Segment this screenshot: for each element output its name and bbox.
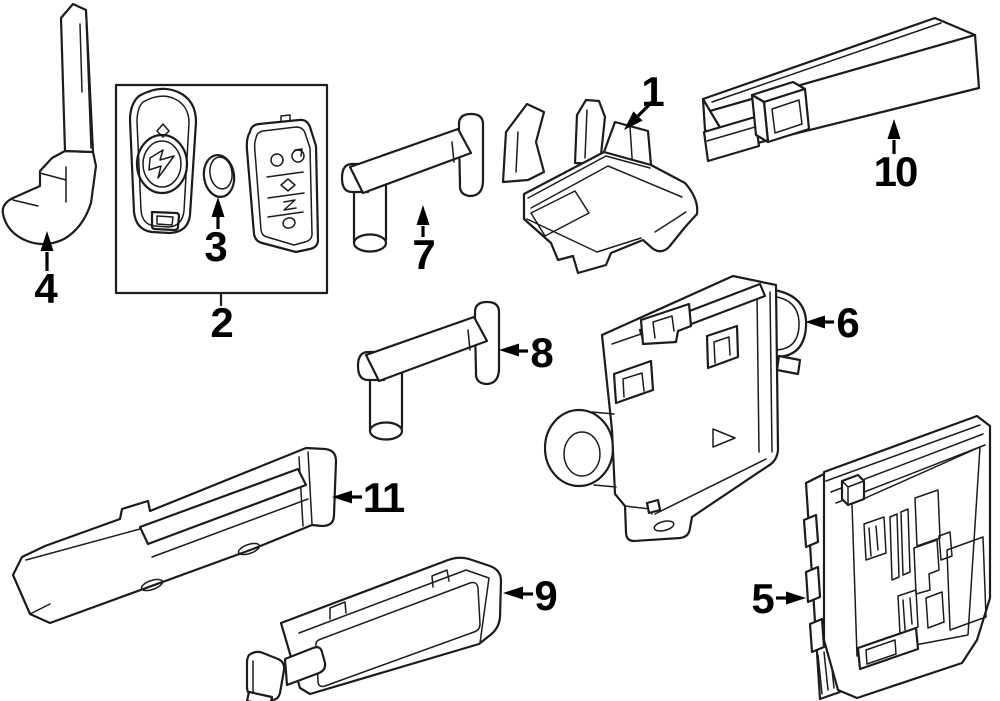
callout-11[interactable]: 11 — [332, 474, 407, 521]
part-3-battery-drawing — [202, 153, 236, 199]
fob-button-lock — [270, 153, 284, 167]
callout-2-label[interactable]: 2 — [210, 299, 233, 346]
callout-3[interactable]: 3 — [204, 197, 228, 270]
fob-button-panic — [283, 199, 297, 211]
callout-9[interactable]: 9 — [503, 572, 558, 619]
callout-1-label[interactable]: 1 — [641, 68, 664, 115]
part-11-antenna-bracket-drawing — [11, 446, 338, 625]
fob-button-trunk — [280, 178, 296, 192]
part-5-body-control-module-drawing — [802, 414, 992, 701]
callout-5[interactable]: 5 — [751, 575, 806, 622]
callout-3-label[interactable]: 3 — [204, 223, 227, 270]
callout-2[interactable]: 2 — [210, 299, 233, 346]
part-9-antenna-drawing — [245, 556, 503, 701]
callout-8-label[interactable]: 8 — [530, 329, 553, 376]
callout-7[interactable]: 7 — [412, 205, 436, 278]
part-7-bracket-drawing — [340, 112, 485, 253]
callout-6[interactable]: 6 — [805, 299, 860, 346]
part-1-receiver-module-drawing — [501, 98, 699, 275]
callout-7-label[interactable]: 7 — [412, 231, 435, 278]
part-8-bracket-drawing — [356, 300, 501, 441]
key-fob-back — [245, 114, 320, 254]
part-6-control-module-drawing — [543, 274, 808, 543]
callout-10[interactable]: 10 — [874, 119, 919, 195]
part-4-key-blade-drawing — [1, 2, 98, 246]
callout-4-label[interactable]: 4 — [34, 265, 58, 312]
part-10-antenna-module-drawing — [701, 16, 981, 163]
callout-10-label[interactable]: 10 — [874, 148, 919, 195]
emblem-icon — [148, 149, 175, 179]
callout-11-label[interactable]: 11 — [363, 474, 407, 521]
callout-4[interactable]: 4 — [34, 231, 58, 312]
part-2-transmitter-kit-drawing — [114, 83, 329, 307]
callout-5-label[interactable]: 5 — [751, 575, 774, 622]
key-fob-front — [128, 87, 198, 235]
callout-1[interactable]: 1 — [624, 68, 665, 130]
callout-6-label[interactable]: 6 — [836, 299, 859, 346]
callout-9-label[interactable]: 9 — [534, 572, 557, 619]
callout-8[interactable]: 8 — [499, 329, 554, 376]
